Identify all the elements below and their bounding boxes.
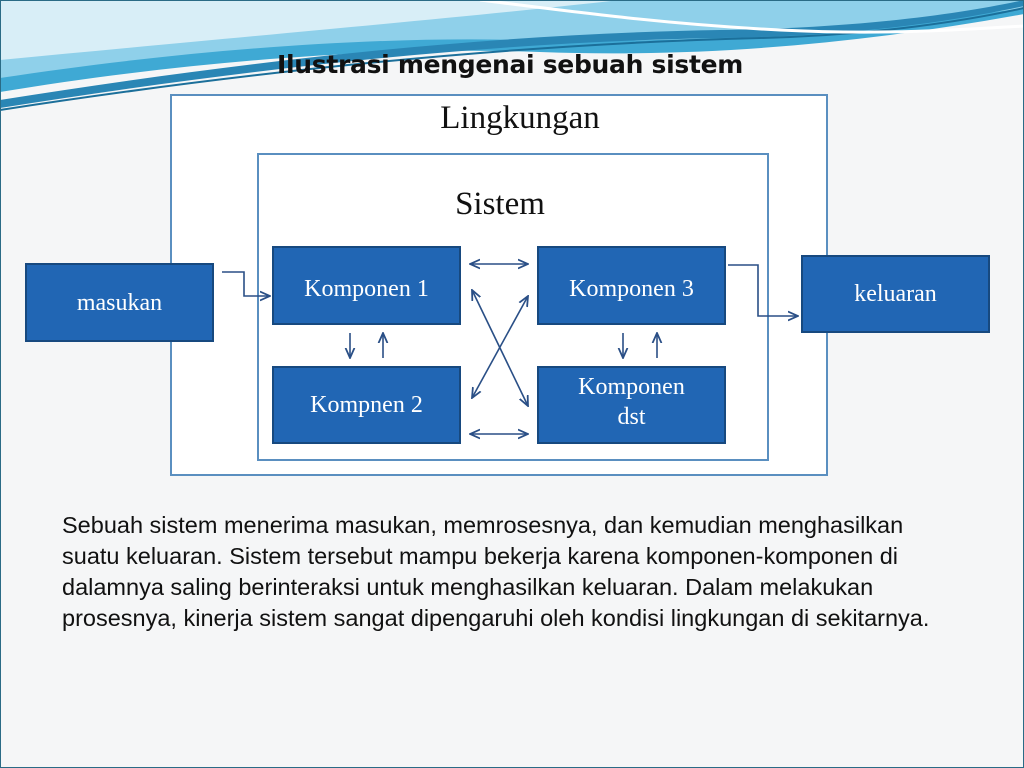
description-paragraph: Sebuah sistem menerima masukan, memroses… [62, 512, 930, 631]
component-n-label-line2: dst [617, 404, 646, 430]
header-wave-decoration [0, 0, 1024, 111]
component-n-label-line1: Komponen [578, 374, 685, 400]
input-node-label: masukan [76, 289, 163, 316]
output-node-label: keluaran [854, 281, 937, 307]
component-2-node: Kompnen 2 [272, 366, 461, 444]
component-3-node: Komponen 3 [537, 246, 726, 325]
environment-label: Lingkungan [440, 100, 600, 136]
system-label: Sistem [455, 186, 545, 222]
component-2-label: Kompnen 2 [310, 392, 423, 418]
component-1-label: Komponen 1 [304, 276, 429, 302]
slide-title: Ilustrasi mengenai sebuah sistem [276, 50, 744, 79]
component-1-node: Komponen 1 [272, 246, 461, 325]
output-node: keluaran [801, 255, 990, 333]
component-3-label: Komponen 3 [569, 276, 694, 302]
input-node: masukan [25, 263, 214, 342]
component-n-node: Komponen dst [537, 366, 726, 444]
